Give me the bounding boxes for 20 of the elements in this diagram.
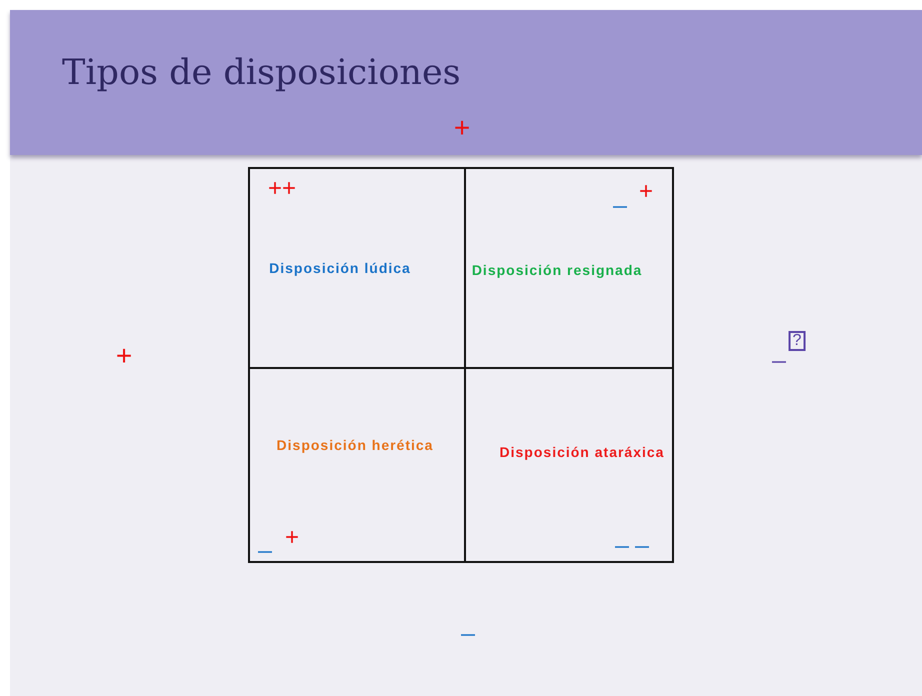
minus-sign: _ bbox=[772, 339, 786, 363]
quadrant-box bbox=[464, 367, 674, 563]
minus-signs: _ _ bbox=[615, 524, 649, 548]
quadrant-box bbox=[464, 167, 674, 369]
minus-sign: _ bbox=[461, 612, 475, 636]
quadrant-box bbox=[248, 367, 466, 563]
quadrant-label: Disposición lúdica bbox=[268, 259, 412, 277]
minus-sign: _ bbox=[613, 184, 627, 208]
plus-sign: + bbox=[639, 180, 653, 204]
minus-sign: _ bbox=[258, 529, 272, 553]
question-mark: ? bbox=[788, 331, 806, 351]
plus-sign: + bbox=[454, 114, 470, 142]
slide-title: Tipos de disposiciones bbox=[62, 52, 461, 94]
plus-sign: + bbox=[285, 526, 299, 550]
quadrant-label: Disposición herética bbox=[276, 436, 434, 454]
quadrant-label: Disposición ataráxica bbox=[498, 443, 666, 461]
plus-sign: + bbox=[116, 342, 132, 370]
quadrant-label: Disposición resignada bbox=[470, 261, 644, 279]
quadrant-box bbox=[248, 167, 466, 369]
plus-signs: ++ bbox=[268, 177, 296, 201]
